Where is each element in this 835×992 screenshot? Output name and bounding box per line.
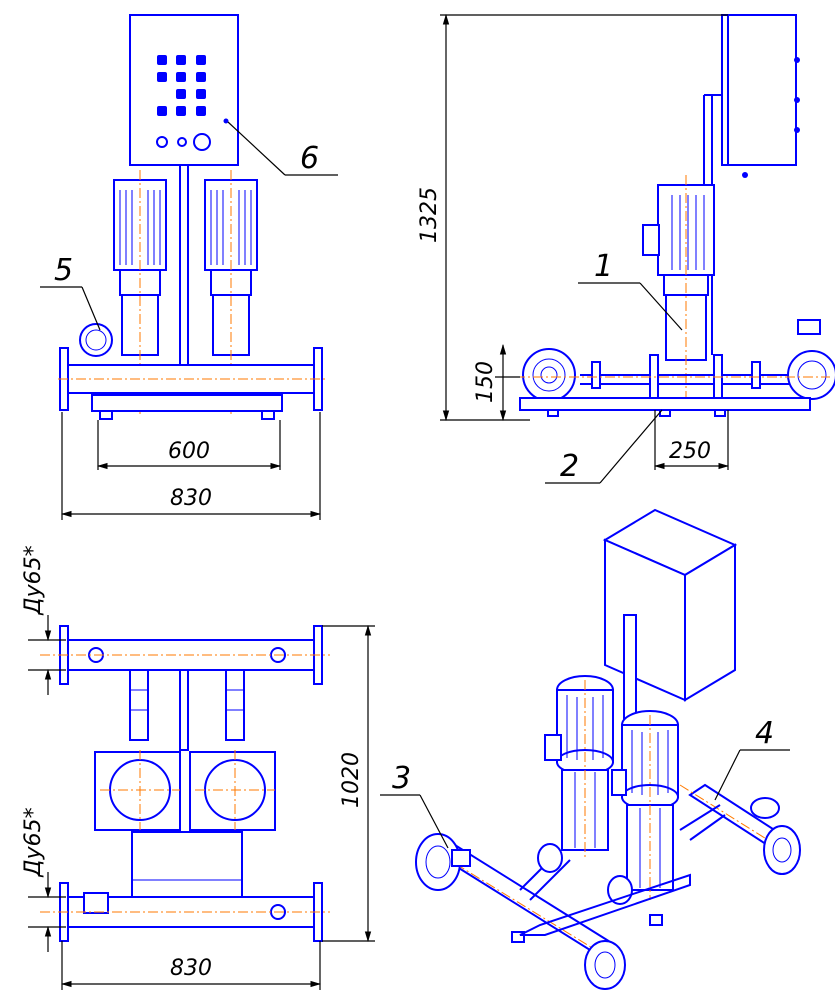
callout-2: 2 xyxy=(560,449,579,484)
callout-3: 3 xyxy=(392,761,411,796)
pump-left xyxy=(113,170,167,415)
dim-top-1020: 1020 xyxy=(339,752,364,808)
dim-side-1325: 1325 xyxy=(417,187,442,243)
callout-5: 5 xyxy=(54,253,73,288)
side-inlet-flange xyxy=(522,348,576,402)
side-cabinet xyxy=(727,14,797,166)
iso-pump-right xyxy=(611,710,679,900)
dim-top-830: 830 xyxy=(170,956,212,981)
callout-6: 6 xyxy=(300,141,319,176)
callout-4: 4 xyxy=(755,716,774,751)
iso-front-header xyxy=(415,833,626,990)
dim-side-150: 150 xyxy=(473,361,498,403)
top-cabinet xyxy=(131,831,243,898)
dim-top-pipe-upper: Ду65* xyxy=(21,545,46,615)
side-base xyxy=(519,397,811,411)
cabinet-buttons xyxy=(156,55,229,151)
dim-front-600: 600 xyxy=(168,439,210,464)
dim-top-pipe-lower: Ду65* xyxy=(21,807,46,877)
iso-pump-left xyxy=(544,675,614,860)
dim-side-250: 250 xyxy=(669,439,711,464)
pump-right xyxy=(204,170,258,415)
iso-rear-header xyxy=(679,783,801,875)
top-view: Ду65* Ду65* 1020 830 xyxy=(21,545,375,990)
dim-front-830: 830 xyxy=(170,486,212,511)
side-outlet-flange xyxy=(787,350,835,400)
pressure-gauge xyxy=(79,323,113,357)
callout-1: 1 xyxy=(594,249,613,284)
side-view: 1325 150 250 1 2 xyxy=(417,13,835,484)
isometric-view: 3 4 xyxy=(380,508,801,990)
base-frame xyxy=(91,394,283,412)
front-view: 600 830 5 6 xyxy=(40,14,338,520)
